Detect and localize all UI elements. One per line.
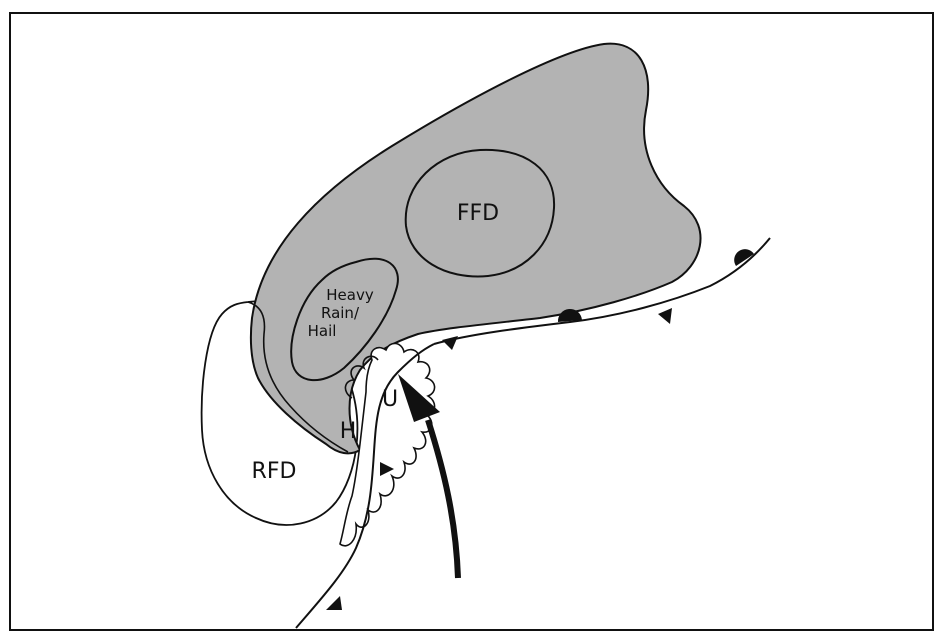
warm-front-semicircle [734, 249, 754, 266]
cold-front-triangle [658, 308, 672, 324]
h-label: H [340, 419, 357, 444]
ffd-label: FFD [457, 201, 499, 226]
diagram-frame [9, 12, 934, 631]
arrow-head-icon [398, 374, 440, 422]
warm-front-semicircle [557, 308, 582, 322]
u-label: U [382, 387, 398, 412]
hook-scallops [344, 355, 379, 399]
cold-front-triangle [380, 462, 394, 476]
ffd-region [404, 148, 556, 278]
rfd-label: RFD [252, 459, 297, 484]
heavy-rain-hail-label-line-3: Hail [308, 322, 337, 340]
updraft-inflow-arrow [425, 419, 461, 579]
cold-front-triangle [326, 596, 342, 610]
heavy-rain-hail-label-line-1: Heavy [326, 286, 374, 304]
warm-front-boundary [433, 237, 771, 345]
cold-front-triangle [442, 336, 458, 350]
outflow-boundary-south [295, 343, 435, 629]
heavy-rain-hail-label-line-2: Rain/ [321, 304, 360, 322]
rfd-region-inner-edge [247, 301, 349, 453]
storm-echo-region [249, 42, 702, 455]
heavy-rain-hail-region [290, 257, 399, 382]
